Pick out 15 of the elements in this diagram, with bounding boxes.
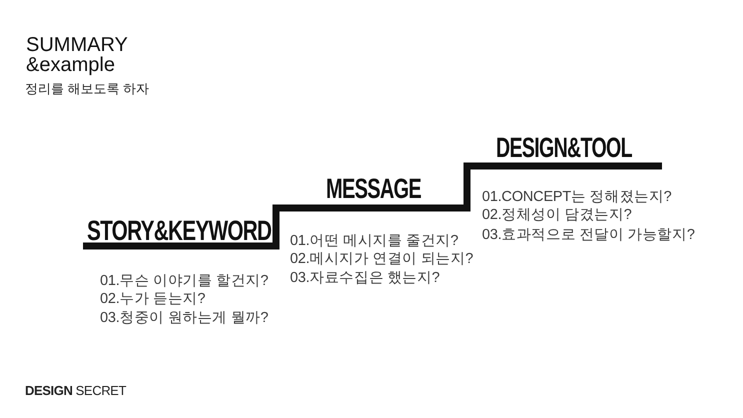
question-text: 03.효과적으로 전달이 가능할지? bbox=[482, 226, 695, 244]
step-heading: STORY&KEYWORD bbox=[87, 217, 272, 245]
step-heading: MESSAGE bbox=[326, 175, 422, 203]
subtitle-text: 정리를 해보도록 하자 bbox=[25, 81, 150, 97]
question-text: 02.누가 듣는지? bbox=[100, 290, 206, 308]
title-text: SUMMARY &example bbox=[26, 35, 128, 75]
question-text: 01.무슨 이야기를 할건지? bbox=[100, 272, 268, 290]
question-text: 02.메시지가 연결이 되는지? bbox=[290, 250, 474, 268]
question-text: 01.CONCEPT는 정해졌는지? bbox=[482, 188, 672, 206]
footer-text: DESIGN SECRET bbox=[25, 383, 126, 398]
question-text: 02.정체성이 담겼는지? bbox=[482, 206, 632, 224]
question-text: 03.청중이 원하는게 뭘까? bbox=[100, 309, 268, 327]
step-heading: DESIGN&TOOL bbox=[496, 134, 632, 162]
question-text: 01.어떤 메시지를 줄건지? bbox=[290, 232, 458, 250]
question-text: 03.자료수집은 했는지? bbox=[290, 269, 440, 287]
